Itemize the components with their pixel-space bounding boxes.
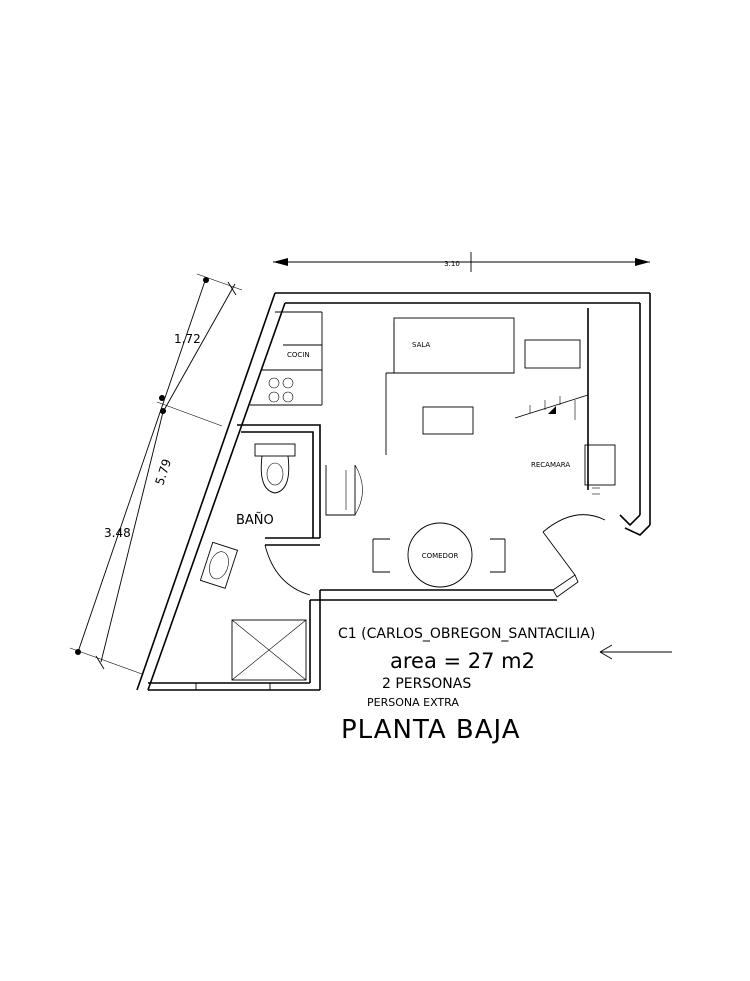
coffee-table [422,406,474,435]
stairs [514,394,589,420]
caption-persons: 2 PERSONAS [382,676,471,692]
dining-area: COMEDOR [325,464,506,588]
toilet-icon [254,443,296,494]
dining-label: COMEDOR [422,552,459,560]
caption-extra: PERSONA EXTRA [367,696,459,709]
dimension-total-label: 5.79 [153,457,175,487]
caption-area: area = 27 m2 [390,649,535,673]
left-dimensions: 1.72 5.79 3.48 [69,273,243,675]
caption-title: PLANTA BAJA [341,715,521,745]
dimension-lower-label: 3.48 [104,526,131,540]
caption: C1 (CARLOS_OBREGON_SANTACILIA) area = 27… [338,626,595,745]
bedroom-area: RECAMARA [531,444,616,598]
living-label: SALA [412,341,430,349]
top-dimension-label: 3.10 [444,260,460,268]
living-area: SALA [385,317,581,455]
sink-icon [199,541,239,589]
entrance-arrow [599,644,672,660]
kitchen-counter: COCIN [250,311,323,406]
exterior-walls [136,292,651,691]
sofa [524,339,581,369]
top-dimension: 3.10 [273,252,650,272]
dimension-upper-label: 1.72 [174,332,201,346]
kitchen-label: COCIN [287,351,310,359]
bathroom: BAÑO [199,424,321,596]
caption-code: C1 (CARLOS_OBREGON_SANTACILIA) [338,626,595,642]
bathroom-label: BAÑO [236,512,274,528]
dining-table [407,522,473,588]
stove-icon [268,377,294,403]
bedroom-label: RECAMARA [531,461,570,469]
patio-box [231,619,307,681]
